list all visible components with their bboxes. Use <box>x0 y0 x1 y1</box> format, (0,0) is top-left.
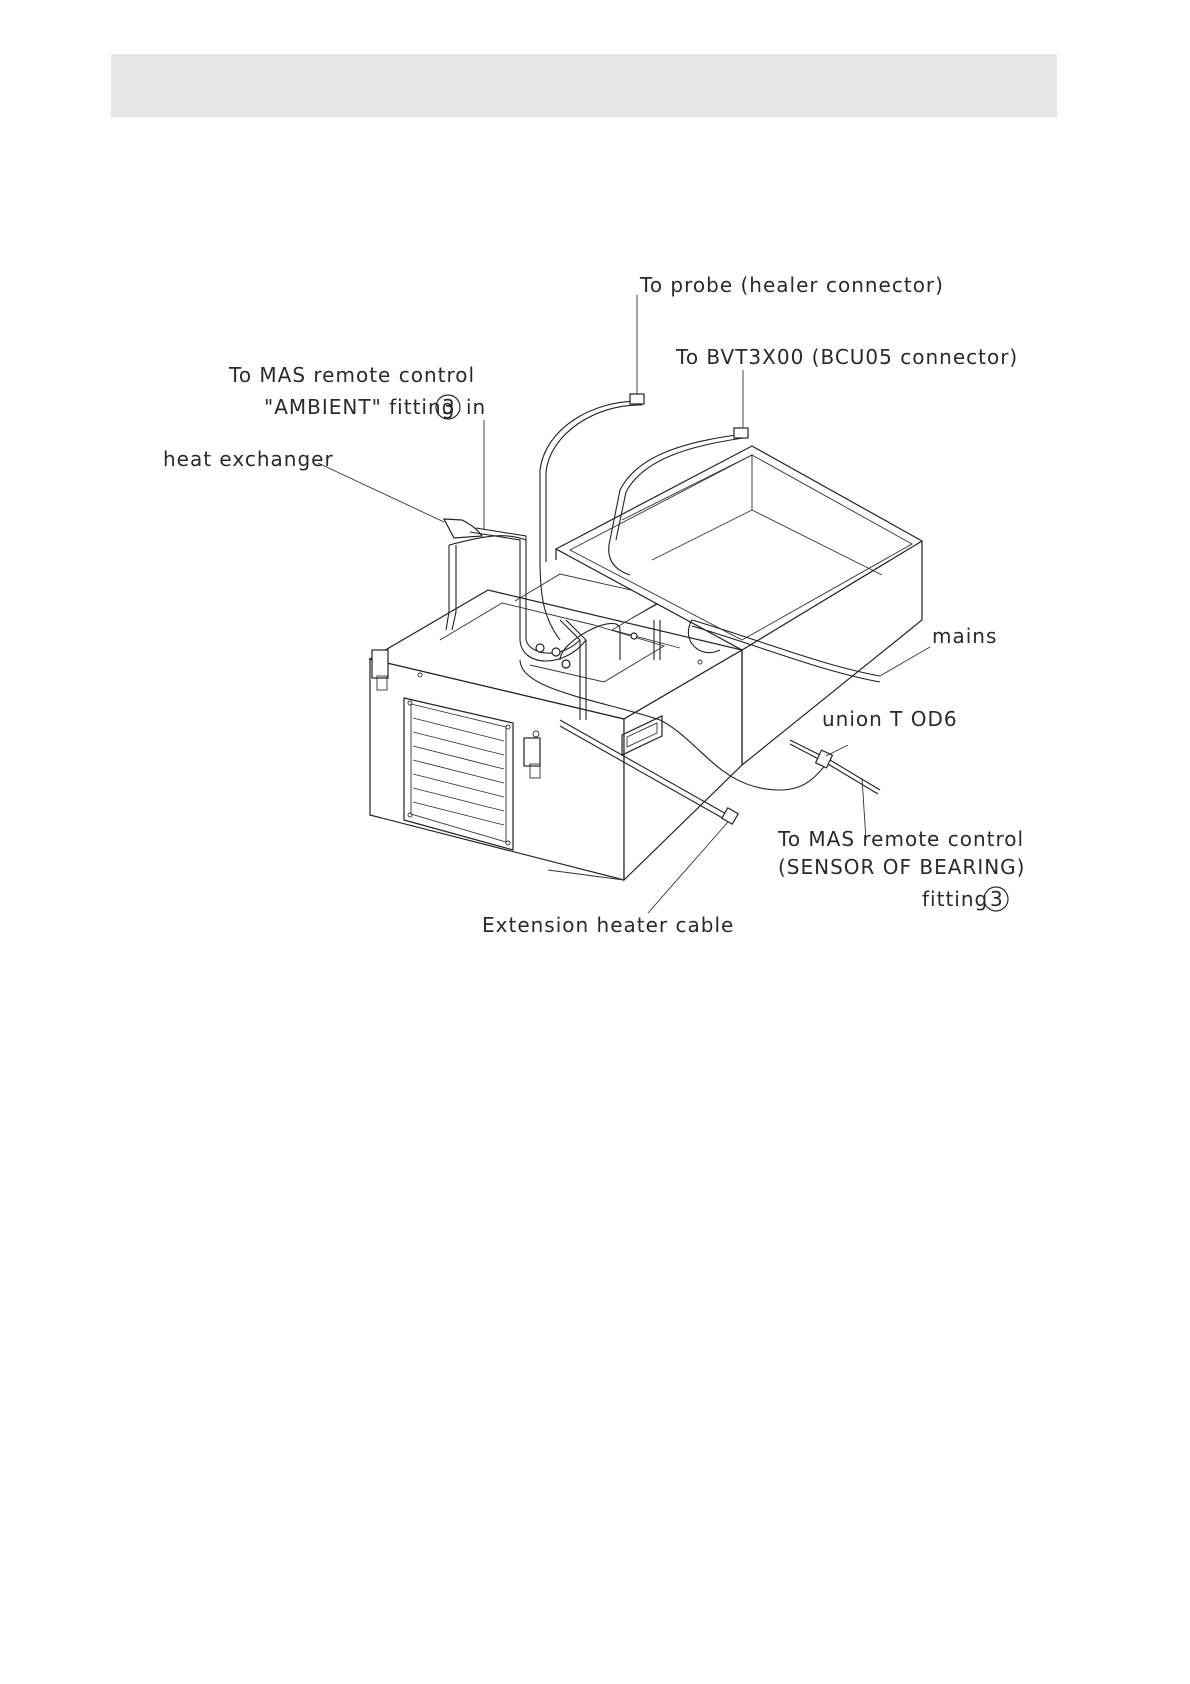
label-union: union T OD6 <box>822 707 958 731</box>
label-mas-bearing-line1: To MAS remote control <box>777 827 1024 851</box>
label-mas-bearing-line2: (SENSOR OF BEARING) <box>778 855 1026 879</box>
label-mas-ambient-line2: "AMBIENT" fitting <box>264 395 455 419</box>
circled-number-bearing-text: 3 <box>990 887 1004 911</box>
label-bvt: To BVT3X00 (BCU05 connector) <box>675 345 1018 369</box>
label-mas-ambient-line1: To MAS remote control <box>228 363 475 387</box>
label-heat-exchanger: heat exchanger <box>163 447 334 471</box>
circled-number-ambient-text: 3 <box>442 395 456 419</box>
label-probe: To probe (healer connector) <box>639 273 944 297</box>
label-mas-ambient-suffix: in <box>466 395 486 419</box>
label-extension: Extension heater cable <box>482 913 734 937</box>
label-mas-bearing-line3: fitting <box>922 887 988 911</box>
label-mains: mains <box>932 624 997 648</box>
